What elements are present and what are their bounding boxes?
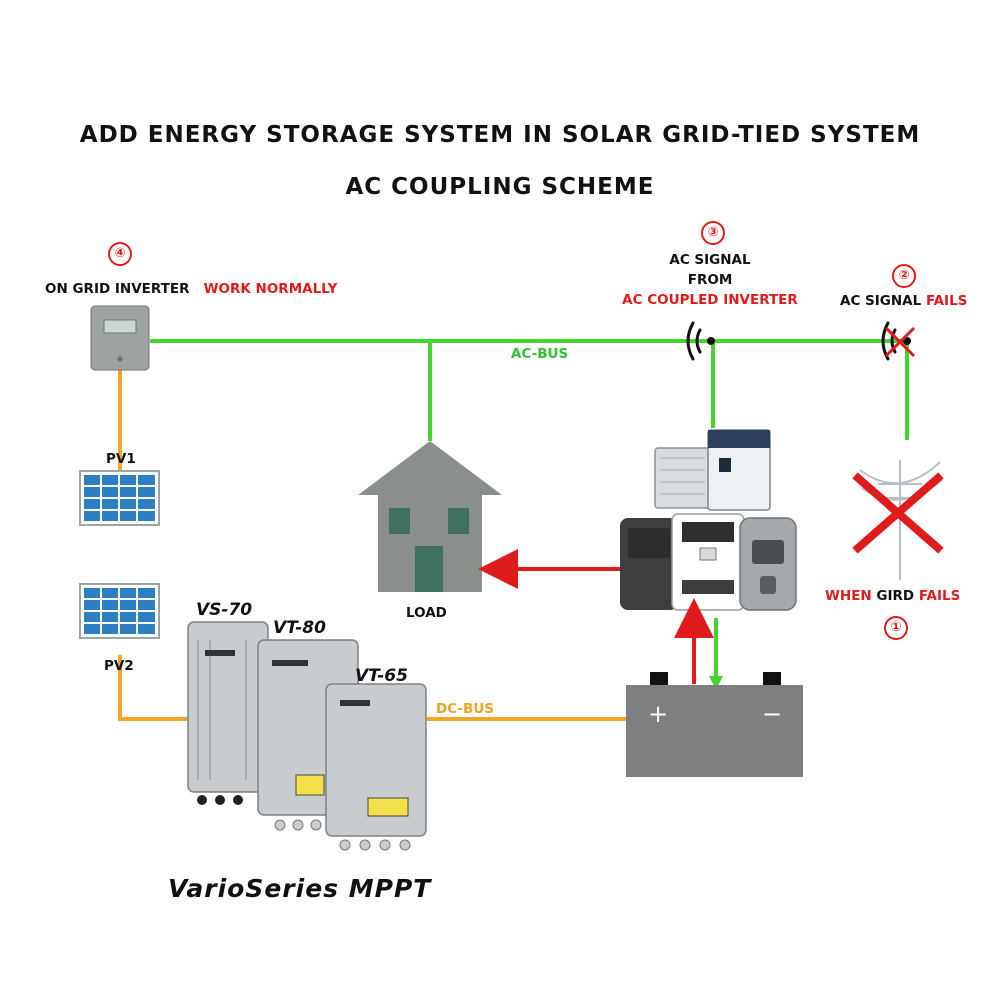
vt65-label: VT-65 bbox=[355, 666, 408, 686]
ac-coupled-inverter-label: AC COUPLED INVERTER bbox=[622, 292, 798, 308]
dc-bus-label: DC-BUS bbox=[436, 701, 495, 717]
on-grid-inverter bbox=[90, 305, 150, 371]
grid-failed-cross-icon bbox=[852, 472, 944, 554]
pv2-panel-icon bbox=[79, 583, 160, 639]
vt80-label: VT-80 bbox=[273, 618, 326, 638]
pv2-line bbox=[118, 655, 190, 721]
load-label: LOAD bbox=[406, 605, 447, 621]
ac-bus-label: AC-BUS bbox=[511, 346, 569, 362]
ac-signal-failed-icon bbox=[881, 321, 916, 361]
ac-signal-fails-label: AC SIGNAL FAILS bbox=[840, 293, 967, 309]
pv2-label: PV2 bbox=[104, 658, 134, 674]
ac-signal-text: AC SIGNAL bbox=[840, 293, 922, 309]
mppt-vs70 bbox=[187, 621, 269, 805]
step-4-marker: ④ bbox=[108, 242, 132, 266]
fails2-text: FAILS bbox=[918, 588, 961, 604]
ac-coupled-inverter-stack bbox=[620, 429, 797, 611]
work-normally-text: WORK NORMALLY bbox=[203, 281, 338, 297]
vs70-label: VS-70 bbox=[196, 600, 253, 620]
inverter-to-battery-arrowhead bbox=[709, 676, 723, 690]
battery-minus-sign: − bbox=[762, 700, 783, 728]
when-grid-fails-label: WHEN GIRD FAILS bbox=[825, 588, 960, 604]
ac-signal-from-line1: AC SIGNAL bbox=[669, 252, 751, 268]
gird-text: GIRD bbox=[876, 588, 915, 604]
step-1-marker: ① bbox=[884, 616, 908, 640]
pv1-label: PV1 bbox=[106, 451, 136, 467]
diagram-subtitle: AC COUPLING SCHEME bbox=[345, 174, 655, 200]
battery-icon bbox=[626, 672, 803, 777]
pv1-panel-icon bbox=[79, 470, 160, 526]
step-3-marker: ③ bbox=[701, 221, 725, 245]
on-grid-inverter-text: ON GRID INVERTER bbox=[45, 281, 190, 297]
vario-series-brand: VarioSeries MPPT bbox=[168, 874, 432, 903]
on-grid-inverter-label: ON GRID INVERTER WORK NORMALLY bbox=[45, 281, 337, 297]
ac-signal-from-line2: FROM bbox=[687, 272, 733, 288]
diagram-title: ADD ENERGY STORAGE SYSTEM IN SOLAR GRID-… bbox=[79, 122, 921, 148]
step-2-marker: ② bbox=[892, 264, 916, 288]
battery-plus-sign: + bbox=[648, 700, 669, 728]
when-text: WHEN bbox=[825, 588, 872, 604]
fails-text: FAILS bbox=[925, 293, 968, 309]
ac-signal-icon bbox=[686, 321, 715, 361]
mppt-vt65 bbox=[325, 683, 427, 851]
house-load-icon bbox=[358, 441, 502, 592]
